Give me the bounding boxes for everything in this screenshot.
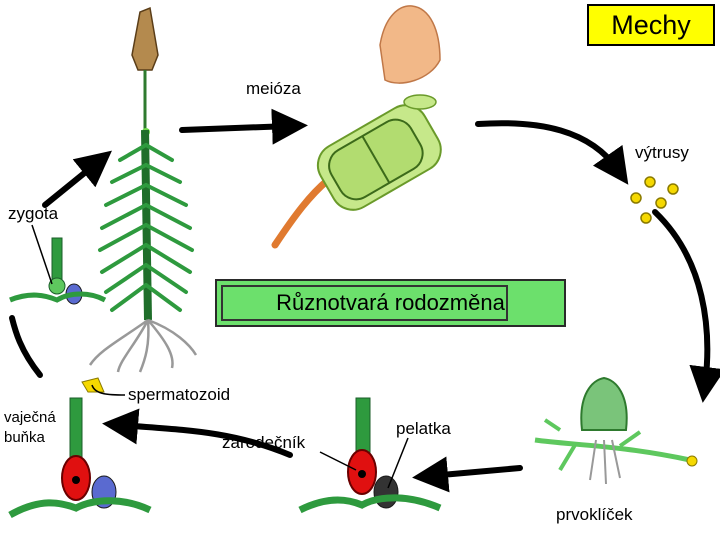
center-label: Různotvará rodozměna (215, 279, 566, 327)
fertilization-illustration (8, 377, 152, 519)
arrow-fertilization-to-zygote (9, 315, 43, 378)
arrow-meiosis-to-spores (475, 120, 629, 185)
arrow-sporophyte-to-meiosis (179, 108, 308, 145)
arrow-spores-to-protonema (652, 209, 720, 403)
label-vajecna-line2: buňka (4, 429, 45, 446)
moss-plant-illustration (88, 6, 198, 373)
label-meioza: meióza (246, 79, 301, 98)
label-prvoklicek: prvoklíček (556, 505, 633, 524)
label-vytrusy: výtrusy (635, 143, 689, 162)
zygote-illustration (9, 237, 107, 305)
cycle-arrows (9, 108, 720, 493)
spores-illustration (630, 176, 679, 224)
arrow-protonema-to-gametophyte (412, 456, 523, 493)
capsule-illustration (271, 5, 442, 249)
label-vajecna-line1: vaječná (4, 409, 56, 426)
page-title: Mechy (587, 4, 715, 46)
label-pelatka: pelatka (396, 419, 451, 438)
label-zarodecnik: zárodečník (222, 433, 306, 452)
arrow-gametophyte-to-fertilization (102, 408, 293, 458)
protonema-illustration (534, 376, 698, 485)
gametophyte-illustration (298, 397, 442, 514)
arrow-zygote-to-sporophyte (42, 150, 112, 208)
label-spermatozoid: spermatozoid (128, 385, 231, 404)
pointer-lines (31, 224, 409, 489)
label-zygota: zygota (8, 204, 59, 223)
